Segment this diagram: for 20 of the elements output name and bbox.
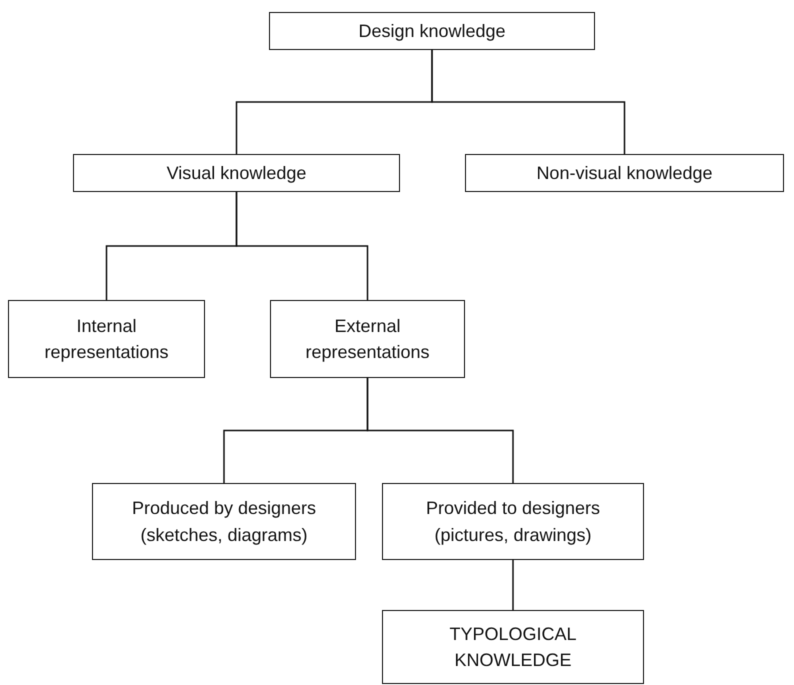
box-label: Produced by designers (sketches, diagrams): [130, 497, 318, 547]
category-box: [465, 154, 784, 192]
box-label: Visual knowledge: [166, 162, 306, 185]
category-box: [382, 483, 644, 560]
category-box: [269, 12, 595, 50]
category-box: [92, 483, 356, 560]
box-label: Non-visual knowledge: [536, 162, 713, 185]
category-box: [73, 154, 400, 192]
connector-line: [431, 50, 626, 154]
connector-line: [512, 560, 514, 610]
connector-line: [366, 378, 514, 483]
box-label: Design knowledge: [358, 20, 506, 43]
connector-line: [236, 192, 368, 300]
category-box: [270, 300, 465, 378]
category-box: [382, 610, 644, 684]
box-label: External representations: [304, 314, 431, 364]
box-label: TYPOLOGICAL KNOWLEDGE: [448, 622, 578, 672]
box-label: Provided to designers (pictures, drawings): [424, 497, 602, 547]
category-box: [8, 300, 205, 378]
box-label: Internal representations: [43, 314, 170, 364]
